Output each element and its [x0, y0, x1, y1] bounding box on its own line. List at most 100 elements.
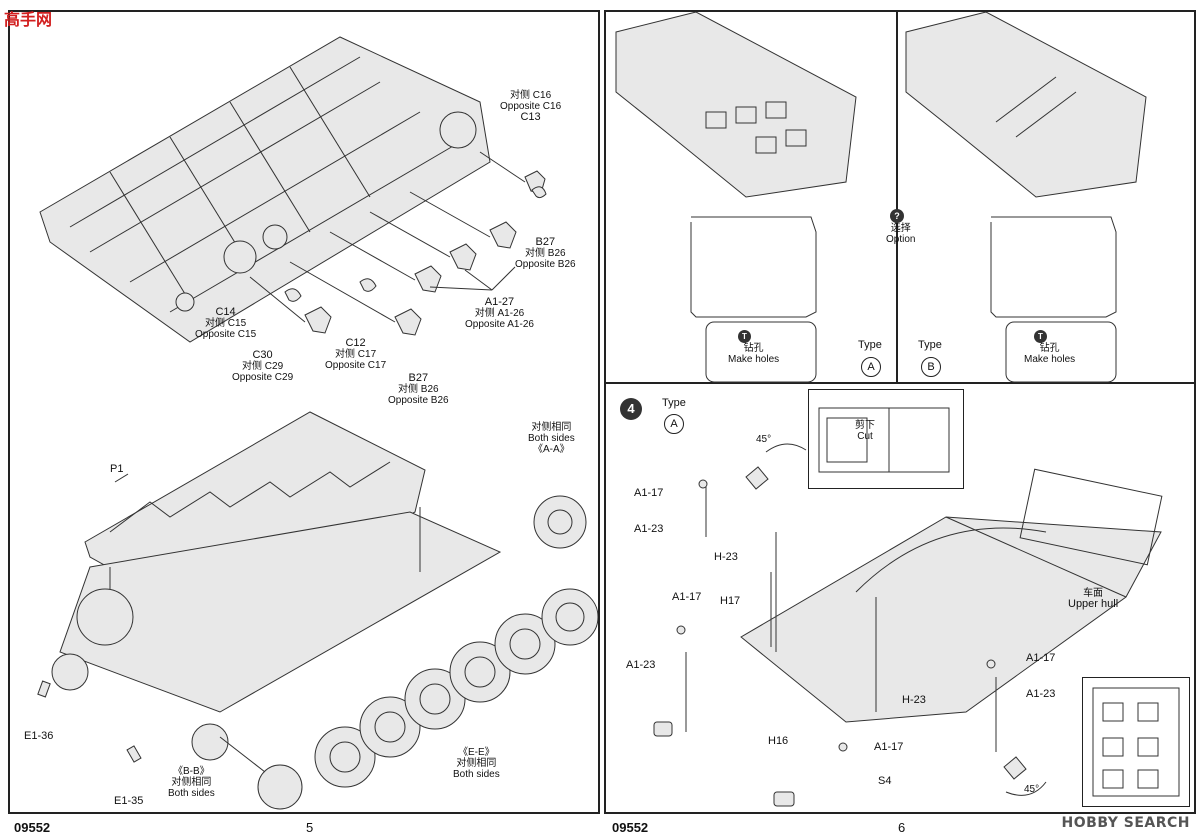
label-h17: H17	[720, 595, 741, 607]
label-s4: S4	[878, 775, 892, 787]
type-b-hull-drawing	[905, 12, 1147, 383]
lower-hull-chassis-drawing	[39, 36, 547, 343]
label-e1-36: E1-36	[24, 730, 54, 742]
label-a1-17-3: A1-17	[1026, 652, 1056, 664]
label-c30: C30 对侧 C29 Opposite C29	[232, 349, 294, 384]
final-assembly-drawing	[37, 411, 598, 810]
label-text: B27	[535, 236, 556, 248]
make-holes-text-zh: 钻孔	[743, 343, 764, 354]
label-section-b-b: 《B-B》 对侧相同 Both sides	[168, 766, 215, 799]
label-text: Both sides	[453, 769, 500, 780]
page-number-left: 5	[306, 820, 314, 835]
type-a-hull-drawing	[615, 12, 857, 383]
option-marker: ? 选择 Option	[886, 209, 915, 245]
label-text: A1-27	[484, 296, 515, 308]
label-text: 《A-A》	[533, 444, 570, 455]
label-text: Opposite C16	[500, 101, 562, 112]
hobby-search-watermark: HOBBY SEARCH	[1061, 815, 1190, 831]
label-c16: 对侧 C16 Opposite C16 C13	[500, 90, 561, 123]
option-text-en: Option	[886, 234, 916, 245]
left-page-drawing	[37, 36, 598, 810]
label-text: 对侧 C17	[335, 349, 377, 360]
label-h-23-1: H-23	[714, 551, 738, 563]
label-h-23-2: H-23	[902, 694, 926, 706]
step-type-badge: A	[664, 414, 684, 434]
option-text-zh: 选择	[890, 223, 911, 234]
label-text: 对侧 C29	[242, 361, 284, 372]
make-holes-b: T 钻孔 Make holes	[1024, 330, 1075, 365]
label-c12: C12 对侧 C17 Opposite C17	[325, 337, 387, 372]
label-text: C13	[520, 111, 541, 123]
cut-inset-drawing	[818, 407, 950, 473]
step-type-label: Type	[662, 397, 686, 409]
label-text: Opposite B26	[388, 395, 449, 406]
label-a1-23-2: A1-23	[626, 659, 656, 671]
instruction-page-right: ? 选择 Option T 钻孔 Make holes T 钻孔 Make ho…	[604, 10, 1196, 835]
instruction-page-left: 对侧 C16 Opposite C16 C13 B27 对侧 B26 Oppos…	[8, 10, 600, 835]
label-text: 《B-B》	[173, 766, 210, 777]
label-text: 对侧 B26	[398, 384, 439, 395]
label-text: C12	[345, 337, 366, 349]
label-text: 对侧 A1-26	[474, 308, 525, 319]
make-holes-text-zh: 钻孔	[1039, 343, 1060, 354]
label-text: Opposite A1-26	[465, 319, 534, 330]
label-b27-top: B27 对侧 B26 Opposite B26	[515, 236, 576, 271]
label-a1-23-1: A1-23	[634, 523, 664, 535]
label-a1-17-2: A1-17	[672, 591, 702, 603]
detail-inset-drawing	[1092, 687, 1180, 797]
cut-text-en: Cut	[857, 431, 873, 442]
label-a1-17-4: A1-17	[874, 741, 904, 753]
label-text: 对侧相同	[456, 758, 497, 769]
label-b27-bottom: B27 对侧 B26 Opposite B26	[388, 373, 449, 407]
page-code-right: 09552	[612, 820, 649, 835]
label-a1-23-3: A1-23	[1026, 688, 1056, 700]
cut-inset: 剪下 Cut	[808, 389, 964, 489]
label-text: Both sides	[168, 788, 215, 799]
question-mark-icon: ?	[890, 209, 904, 223]
cut-label: 剪下 Cut	[855, 420, 875, 442]
page-code-left: 09552	[14, 820, 51, 835]
page-number-right: 6	[898, 820, 906, 835]
label-a1-17-1: A1-17	[634, 487, 664, 499]
label-text: Opposite C29	[232, 372, 294, 383]
label-text: 《E-E》	[458, 747, 495, 758]
label-text: Both sides	[528, 433, 575, 444]
step-4-hull-drawing	[653, 443, 1163, 807]
angle-bottom-label: 45°	[1024, 784, 1040, 795]
label-section-a-a: 对侧相同 Both sides 《A-A》	[528, 422, 575, 455]
label-text: 对侧相同	[531, 422, 572, 433]
label-c14: C14 对侧 C15 Opposite C15	[195, 306, 257, 341]
label-section-e-e: 《E-E》 对侧相同 Both sides	[453, 747, 500, 780]
label-p1: P1	[110, 463, 124, 475]
panel-divider-vertical	[896, 12, 898, 382]
angle-top-label: 45°	[756, 434, 772, 445]
make-holes-text-en: Make holes	[728, 354, 780, 365]
label-a1-27: A1-27 对侧 A1-26 Opposite A1-26	[465, 296, 534, 331]
detail-inset	[1082, 677, 1190, 807]
site-logo: 高手网	[4, 10, 53, 29]
type-b-badge: B	[921, 357, 941, 377]
drill-icon: T	[738, 330, 751, 343]
cut-text-zh: 剪下	[855, 420, 875, 431]
panel-divider-horizontal	[606, 382, 1194, 384]
step-number-badge: 4	[620, 398, 642, 420]
type-b-label: Type	[918, 339, 942, 351]
make-holes-a: T 钻孔 Make holes	[728, 330, 779, 365]
label-text: C14	[215, 306, 236, 318]
label-text: Opposite C15	[195, 329, 257, 340]
label-text: Opposite C17	[325, 360, 387, 371]
label-text: 车面	[1083, 588, 1104, 599]
drill-icon: T	[1034, 330, 1047, 343]
label-text: 对侧 C15	[205, 318, 247, 329]
label-text: 对侧 B26	[525, 248, 566, 259]
label-text: 对侧 C16	[510, 90, 552, 101]
type-a-badge: A	[861, 357, 881, 377]
label-upper-hull: 车面 Upper hull	[1068, 588, 1118, 610]
type-a-label: Type	[858, 339, 882, 351]
label-text: 对侧相同	[171, 777, 212, 788]
right-page-drawing	[615, 12, 1163, 807]
label-h16: H16	[768, 735, 789, 747]
label-e1-35: E1-35	[114, 795, 144, 807]
make-holes-text-en: Make holes	[1024, 354, 1076, 365]
label-text: C30	[252, 349, 273, 361]
